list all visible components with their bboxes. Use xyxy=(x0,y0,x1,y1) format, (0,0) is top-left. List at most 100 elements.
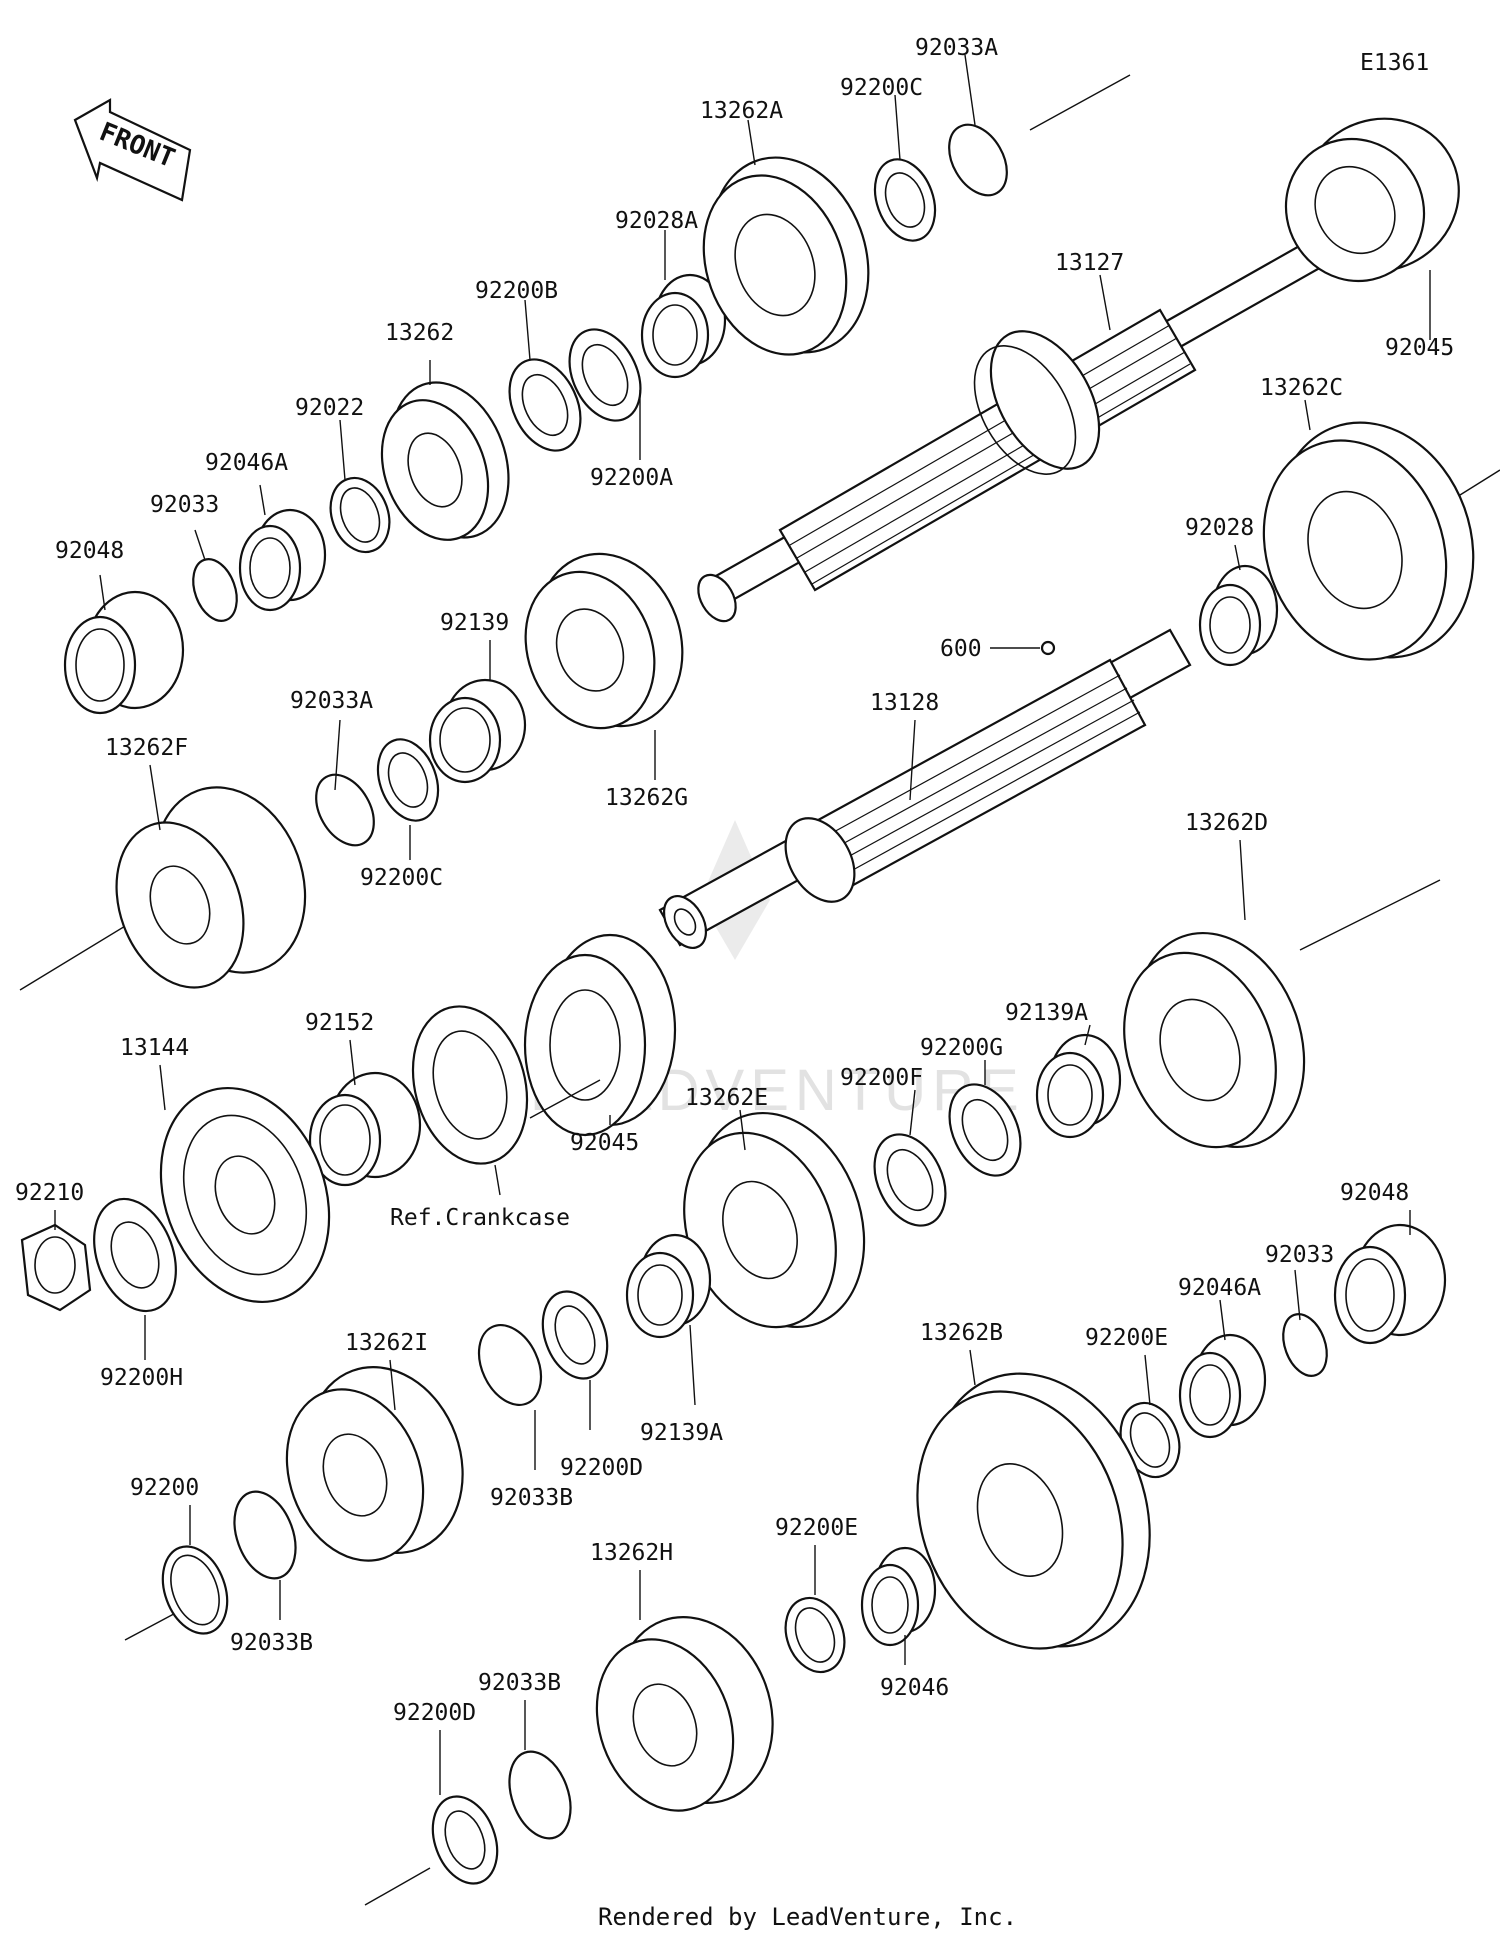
label-92200A: 92200A xyxy=(590,465,673,491)
part-92200A xyxy=(568,328,642,422)
label-13262B: 13262B xyxy=(920,1320,1003,1346)
label-92046A-top: 92046A xyxy=(205,450,288,476)
label-13262A: 13262A xyxy=(700,98,783,124)
part-92048-right xyxy=(1333,1223,1447,1345)
part-13262C-gear xyxy=(1262,421,1475,661)
label-13262C: 13262C xyxy=(1260,375,1343,401)
part-13144-sprocket xyxy=(159,1086,331,1304)
label-13262F: 13262F xyxy=(105,735,188,761)
label-92200E-lower: 92200E xyxy=(775,1515,858,1541)
label-92033B-left: 92033B xyxy=(230,1630,313,1656)
part-13262I-gear xyxy=(285,1366,464,1562)
label-92200D-mid: 92200D xyxy=(560,1455,643,1481)
label-92200C-top: 92200C xyxy=(840,75,923,101)
part-92033B-mid xyxy=(477,1324,543,1406)
label-92139: 92139 xyxy=(440,610,509,636)
part-92033A-top xyxy=(948,123,1008,197)
diagram-id: E1361 xyxy=(1360,50,1429,76)
label-600: 600 xyxy=(940,636,982,662)
part-92046A-right xyxy=(1178,1333,1267,1439)
part-92200E-lower xyxy=(784,1596,846,1674)
label-92045-top: 92045 xyxy=(1385,335,1454,361)
part-92046 xyxy=(860,1546,937,1647)
label-13127: 13127 xyxy=(1055,250,1124,276)
part-92028 xyxy=(1198,564,1279,667)
label-13128: 13128 xyxy=(870,690,939,716)
label-92033-right: 92033 xyxy=(1265,1242,1334,1268)
part-92045-mid xyxy=(523,933,677,1137)
part-92200D-low xyxy=(431,1795,499,1885)
part-92200G xyxy=(948,1083,1022,1177)
label-92200B: 92200B xyxy=(475,278,558,304)
part-13262H-gear xyxy=(595,1616,774,1812)
label-92139A-upper: 92139A xyxy=(1005,1000,1088,1026)
label-13262: 13262 xyxy=(385,320,454,346)
footer-credit: Rendered by LeadVenture, Inc. xyxy=(598,1903,1017,1931)
part-92200C-top xyxy=(873,158,937,242)
label-92045-mid: 92045 xyxy=(570,1130,639,1156)
part-92200D-mid xyxy=(541,1290,609,1380)
part-labels: 92033A 92200C 13262A 92028A 92200B 13262… xyxy=(15,35,1454,1726)
label-92200: 92200 xyxy=(130,1475,199,1501)
label-92028: 92028 xyxy=(1185,515,1254,541)
part-92200C-mid xyxy=(376,738,440,822)
label-92210: 92210 xyxy=(15,1180,84,1206)
part-13262D-gear xyxy=(1123,931,1306,1149)
label-92200H: 92200H xyxy=(100,1365,183,1391)
part-13262G-gear xyxy=(524,552,684,730)
label-13262D: 13262D xyxy=(1185,810,1268,836)
label-92033B-mid: 92033B xyxy=(490,1485,573,1511)
label-92152: 92152 xyxy=(305,1010,374,1036)
part-92033B-low xyxy=(508,1750,572,1840)
leader-lines xyxy=(54,54,1431,1795)
part-13262-gear xyxy=(380,381,510,541)
part-92139A-lower xyxy=(625,1233,712,1339)
part-92045-top xyxy=(1284,117,1460,283)
label-92139A-lower: 92139A xyxy=(640,1420,723,1446)
label-92033A-mid: 92033A xyxy=(290,688,373,714)
label-92033-top: 92033 xyxy=(150,492,219,518)
label-92048-top: 92048 xyxy=(55,538,124,564)
part-92139 xyxy=(428,678,527,784)
part-92033-right xyxy=(1282,1313,1328,1377)
ref-crankcase-label: Ref.Crankcase xyxy=(390,1205,570,1231)
part-92048-top xyxy=(63,590,185,715)
label-13262E: 13262E xyxy=(685,1085,768,1111)
label-92200E-right: 92200E xyxy=(1085,1325,1168,1351)
shaft-integral-gear xyxy=(973,330,1101,475)
label-13262H: 13262H xyxy=(590,1540,673,1566)
label-92200C-mid: 92200C xyxy=(360,865,443,891)
part-13262A-gear xyxy=(702,156,870,356)
part-92200F xyxy=(873,1133,947,1227)
label-92046A-right: 92046A xyxy=(1178,1275,1261,1301)
part-92046A-top xyxy=(238,508,327,612)
part-13262E-gear xyxy=(683,1111,866,1329)
part-92022 xyxy=(329,476,391,554)
part-92200 xyxy=(161,1545,229,1635)
label-92200D-low: 92200D xyxy=(393,1700,476,1726)
part-92033A-mid xyxy=(315,773,375,847)
part-92033B-left xyxy=(233,1490,297,1580)
part-13262F-gear xyxy=(115,786,307,989)
label-13262I: 13262I xyxy=(345,1330,428,1356)
part-92210-nut xyxy=(20,1223,92,1312)
label-92033B-low: 92033B xyxy=(478,1670,561,1696)
label-92022: 92022 xyxy=(295,395,364,421)
part-92152 xyxy=(308,1071,422,1187)
label-92048-right: 92048 xyxy=(1340,1180,1409,1206)
part-600-ball xyxy=(990,640,1056,656)
part-92200B xyxy=(508,358,582,452)
label-13262G: 13262G xyxy=(605,785,688,811)
label-92028A: 92028A xyxy=(615,208,698,234)
label-92200G: 92200G xyxy=(920,1035,1003,1061)
part-92028A xyxy=(640,273,727,379)
label-92046: 92046 xyxy=(880,1675,949,1701)
label-92033A-top: 92033A xyxy=(915,35,998,61)
part-92033-top xyxy=(192,558,238,622)
part-92200H xyxy=(93,1197,177,1313)
label-92200F: 92200F xyxy=(840,1065,923,1091)
front-arrow-icon: FRONT xyxy=(73,98,192,202)
shaft-13128 xyxy=(658,628,1192,949)
part-92139A-upper xyxy=(1035,1033,1122,1139)
